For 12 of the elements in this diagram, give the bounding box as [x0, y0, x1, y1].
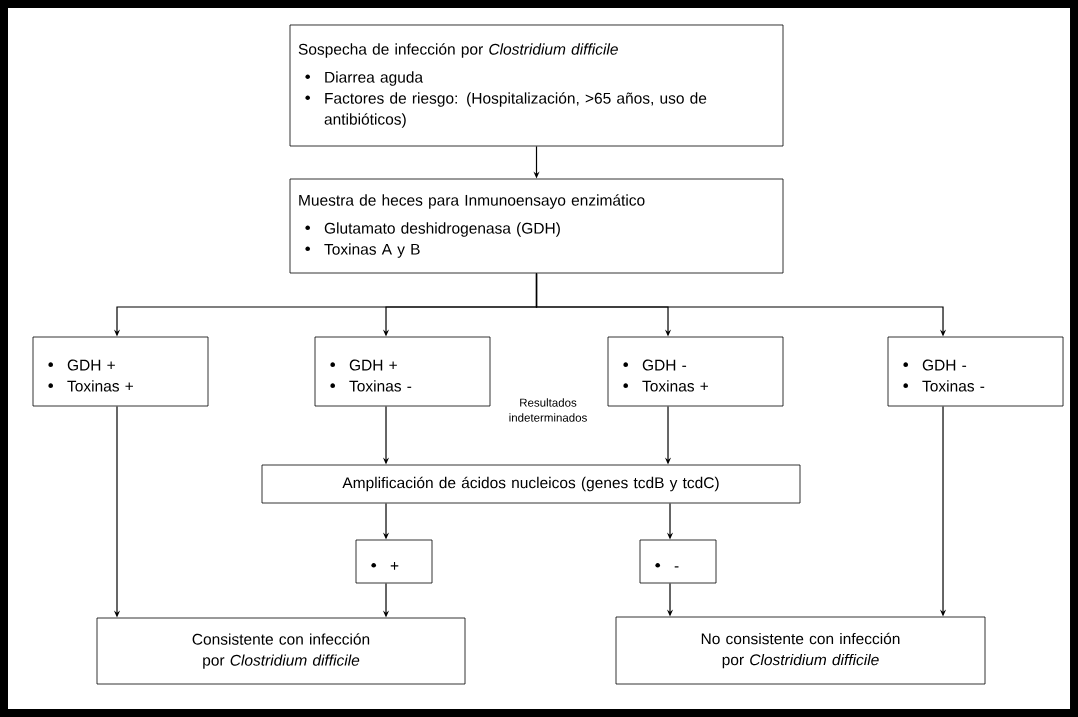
conclusion-box: Consistente con infección por Clostridium difficile — [96, 617, 466, 685]
result-box: GDH - Toxinas - — [887, 336, 1064, 407]
result-box: GDH + Toxinas - — [314, 336, 491, 407]
result-box: - — [639, 539, 717, 584]
process-box: Sospecha de infección por Clostridium difficile Diarrea aguda Factores de riesgo: (Hospitalización, >65 años, uso de antibióticos) — [289, 24, 784, 147]
result-box: + — [355, 539, 433, 584]
note-text: Resultados indeterminados — [509, 398, 587, 422]
process-box: Amplificación de ácidos nucleicos (genes tcdB y tcdC) — [261, 464, 801, 504]
result-box: GDH + Toxinas + — [32, 336, 209, 407]
result-box: GDH - Toxinas + — [607, 336, 784, 407]
process-box: Muestra de heces para Inmunoensayo enzimático Glutamato deshidrogenasa (GDH) Toxinas A y B — [289, 178, 784, 274]
conclusion-box: No consistente con infección por Clostridium difficile — [615, 616, 986, 685]
